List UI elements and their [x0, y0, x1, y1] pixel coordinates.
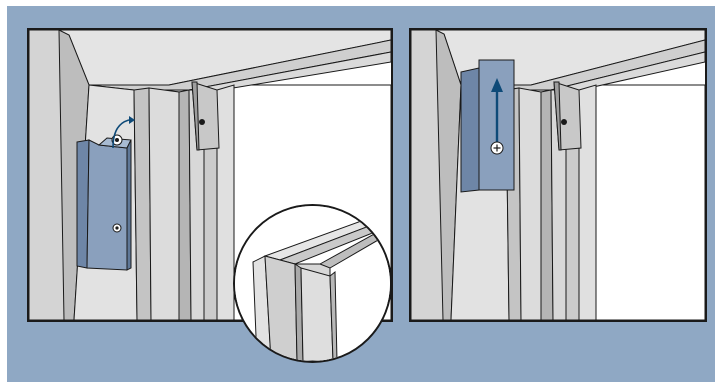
bracket-piece: [77, 138, 131, 270]
screw-icon: [561, 119, 567, 125]
j-channel-detail-callout: [233, 204, 392, 363]
bracket-piece-installed: [461, 60, 514, 192]
step-2-panel: [409, 28, 707, 322]
step-2-illustration: [411, 30, 705, 320]
j-channel-profile-illustration: [235, 206, 390, 361]
screw-icon: [199, 119, 205, 125]
